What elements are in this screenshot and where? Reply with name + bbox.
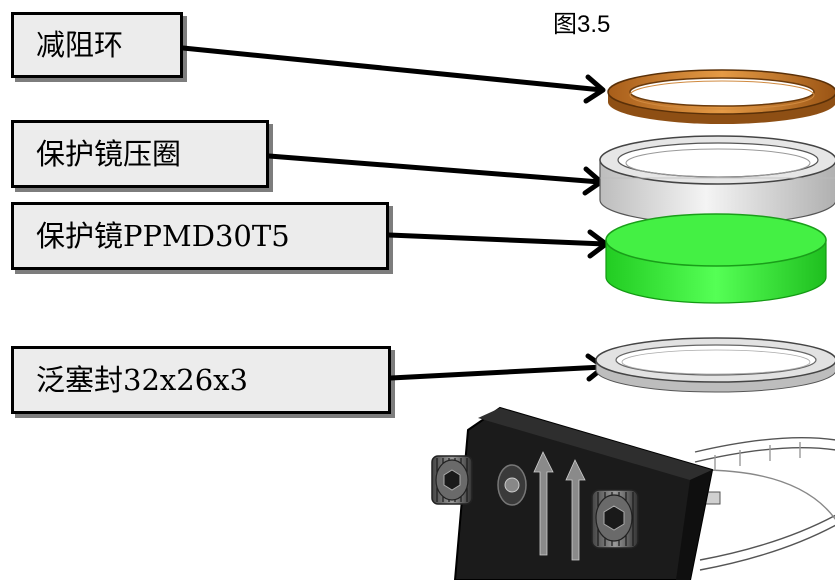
- bracket-assembly: [431, 406, 835, 580]
- spring-seal-part: [595, 337, 835, 393]
- clamp-ring: [694, 437, 835, 571]
- bracket-side-edge: [676, 470, 712, 580]
- arrow-lens-press-ring: [266, 153, 604, 196]
- label-protective-lens: 保护镜PPMD30T5: [11, 202, 389, 270]
- figure-caption: 图3.5: [553, 11, 611, 38]
- plate-direction-arrows: [533, 451, 586, 561]
- knurled-knob-left: [431, 455, 473, 505]
- lens-press-ring-part: [599, 135, 835, 225]
- arrow-damping-ring: [180, 45, 606, 104]
- protective-lens-part: [605, 213, 827, 304]
- bracket-top-edge: [478, 408, 712, 480]
- knurled-knob-right: [591, 489, 639, 549]
- arrow-protective-lens: [386, 229, 609, 259]
- label-spring-seal: 泛塞封32x26x3: [11, 346, 391, 414]
- label-damping-ring: 减阻环: [11, 12, 183, 78]
- arrow-spring-seal: [388, 353, 607, 382]
- slot-screw: [504, 477, 520, 493]
- damping-ring-part: [607, 69, 835, 124]
- leader-arrows: [180, 45, 609, 382]
